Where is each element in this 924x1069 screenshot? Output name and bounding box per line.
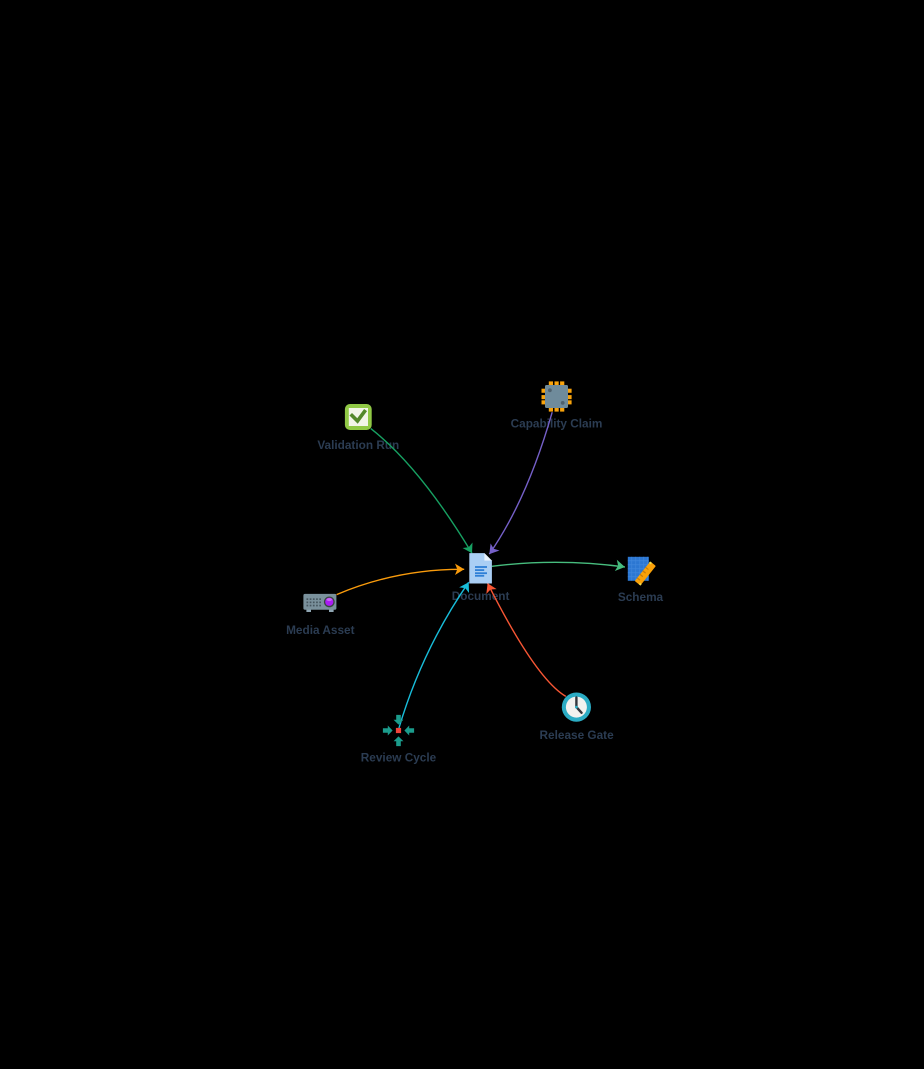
svg-text:Media Asset: Media Asset [286,623,354,637]
svg-text:Document: Document [452,589,510,603]
svg-text:Validation Run: Validation Run [317,438,399,452]
svg-text:Capability Claim: Capability Claim [511,417,603,431]
svg-text:Release Gate: Release Gate [540,728,615,742]
svg-text:Schema: Schema [618,590,664,604]
svg-text:Review Cycle: Review Cycle [361,750,437,764]
